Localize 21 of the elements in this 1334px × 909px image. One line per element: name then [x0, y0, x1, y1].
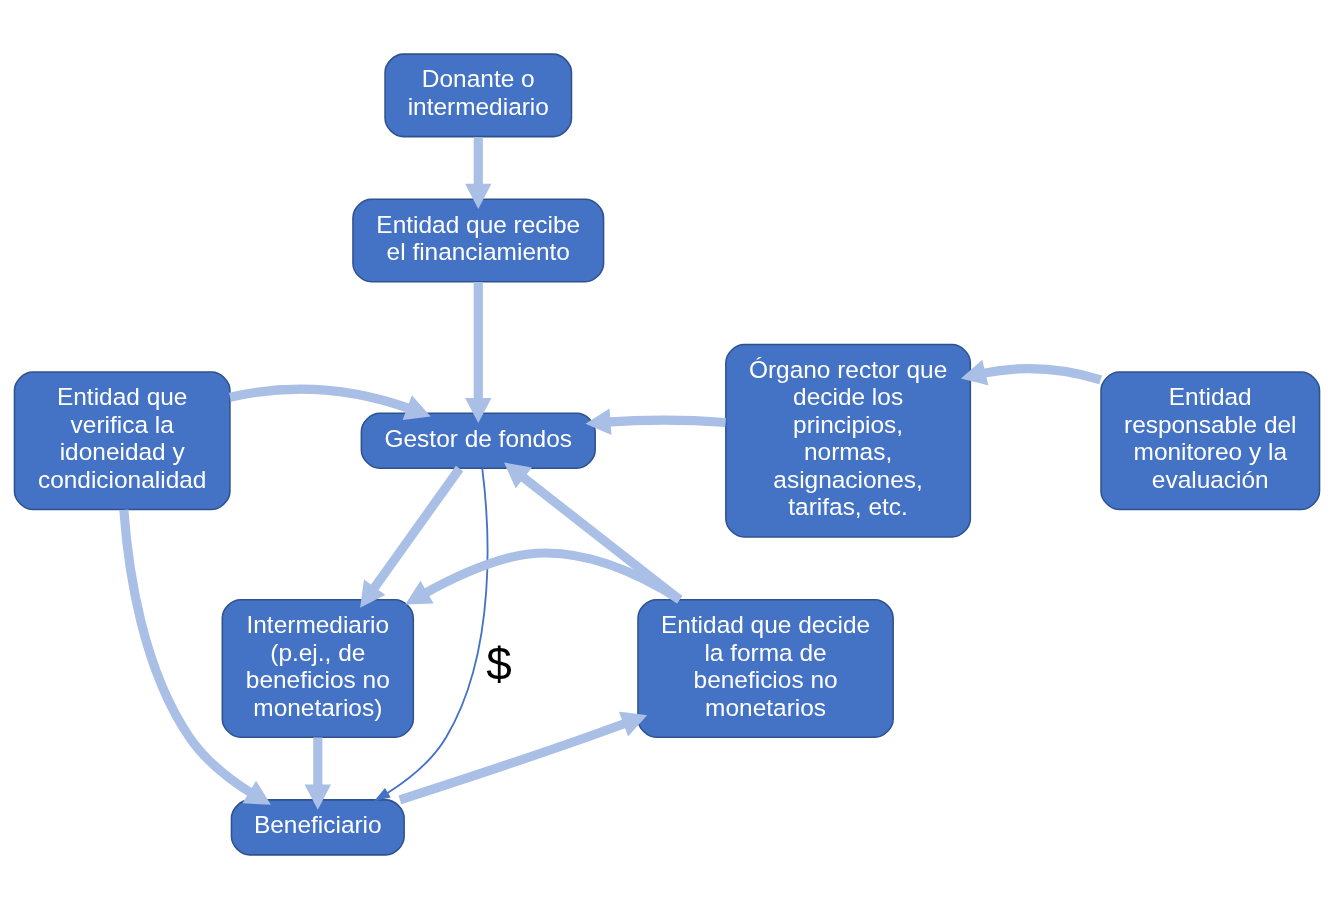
edge-label: $ [486, 638, 512, 690]
arrow [465, 282, 492, 424]
node-box: Órgano rector que decide los principios, normas, asignaciones, tarifas, etc. [725, 343, 972, 538]
node-box: Beneficiario [230, 799, 405, 856]
arrow [304, 737, 331, 810]
arrow [398, 711, 648, 805]
node-box: Entidad responsable del monitoreo y la evaluación [1100, 371, 1321, 511]
arrow [465, 137, 492, 209]
node-box: Entidad que recibe el financiamiento [352, 198, 605, 283]
node-box: Intermediario (p.ej., de beneficios no monetarios) [221, 598, 415, 738]
arrow [119, 509, 271, 805]
arrow [585, 408, 726, 435]
node-box: Gestor de fondos [360, 412, 596, 469]
arrow [374, 467, 489, 801]
arrow [960, 359, 1102, 386]
arrow [405, 548, 683, 605]
node-box: Entidad que decide la forma de beneficios no monetarios [637, 598, 894, 738]
node-box: Donante o intermediario [384, 53, 573, 138]
arrow [229, 384, 431, 421]
arrow [360, 465, 464, 608]
node-box: Entidad que verifica la idoneidad y condicionalidad [13, 371, 231, 511]
